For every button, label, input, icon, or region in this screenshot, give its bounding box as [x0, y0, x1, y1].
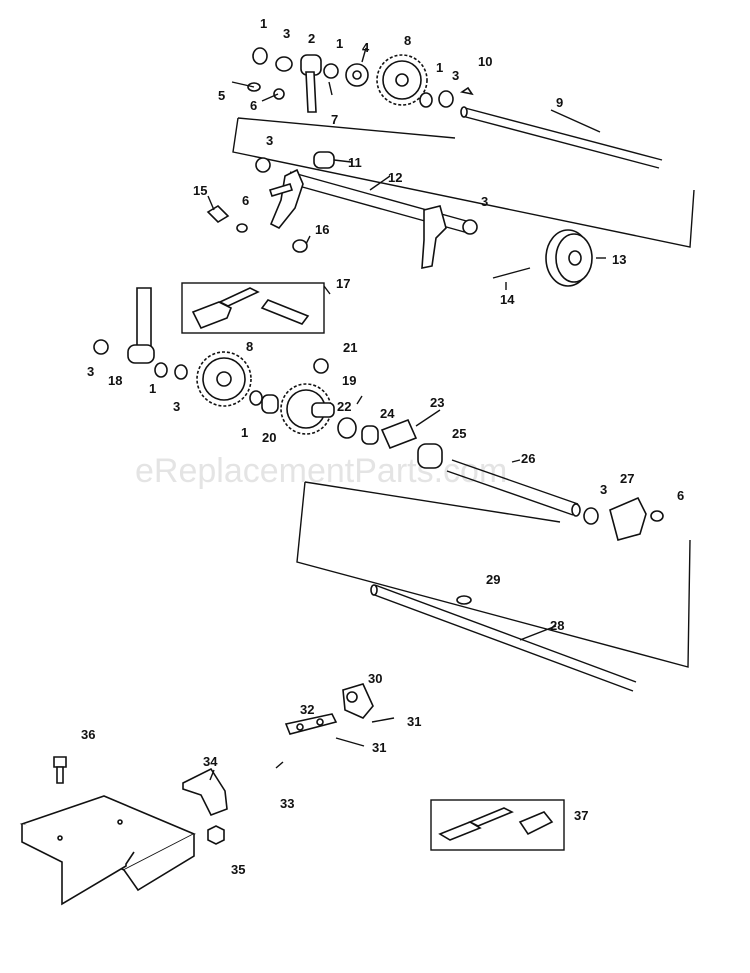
part-32-link[interactable]	[284, 713, 338, 735]
callout-3: 3	[283, 26, 290, 41]
callout-18: 18	[108, 373, 122, 388]
callout-3: 3	[600, 482, 607, 497]
callout-33: 33	[280, 796, 294, 811]
part-14-key[interactable]	[492, 267, 531, 279]
part-33-pin[interactable]	[275, 761, 284, 769]
callout-3: 3	[481, 194, 488, 209]
callout-25: 25	[452, 426, 466, 441]
part-37-chain-box[interactable]	[430, 799, 565, 851]
callout-30: 30	[368, 671, 382, 686]
callout-29: 29	[486, 572, 500, 587]
callout-4: 4	[362, 40, 370, 55]
part-13-pulley[interactable]	[545, 229, 593, 287]
callout-27: 27	[620, 471, 634, 486]
callout-6: 6	[677, 488, 684, 503]
callout-7: 7	[331, 112, 338, 127]
callout-6: 6	[242, 193, 249, 208]
callout-9: 9	[556, 95, 563, 110]
callout-1: 1	[260, 16, 267, 31]
part-17-chain-box[interactable]	[181, 282, 325, 334]
callout-28: 28	[550, 618, 564, 633]
callout-3: 3	[173, 399, 180, 414]
callout-17: 17	[336, 276, 350, 291]
callout-6: 6	[250, 98, 257, 113]
leader-lines	[207, 47, 606, 781]
callout-8: 8	[404, 33, 411, 48]
part-8-sprocket-middle[interactable]	[196, 351, 252, 407]
callout-22: 22	[337, 399, 351, 414]
upper-assembly	[206, 47, 695, 287]
callout-36: 36	[81, 727, 95, 742]
middle-assembly	[93, 287, 691, 692]
shift-lever-right[interactable]	[421, 205, 447, 269]
part-34-bracket[interactable]	[182, 767, 228, 817]
callout-11: 11	[348, 155, 362, 170]
part-8-sprocket-upper[interactable]	[376, 54, 428, 106]
part-29-key[interactable]	[456, 595, 472, 605]
shift-lever-left[interactable]	[268, 168, 304, 230]
callout-3: 3	[266, 133, 273, 148]
callout-14: 14	[500, 292, 515, 307]
part-18-lever[interactable]	[93, 287, 155, 364]
callout-1: 1	[336, 36, 343, 51]
callout-31: 31	[372, 740, 386, 755]
callout-26: 26	[521, 451, 535, 466]
callout-3: 3	[452, 68, 459, 83]
callout-10: 10	[478, 54, 492, 69]
callout-15: 15	[193, 183, 207, 198]
callout-16: 16	[315, 222, 329, 237]
callout-1: 1	[149, 381, 156, 396]
part-35-nut[interactable]	[207, 825, 225, 845]
callout-5: 5	[218, 88, 225, 103]
lower-assembly	[19, 683, 374, 906]
part-36-bolt[interactable]	[53, 756, 67, 784]
part-4-small-sprocket[interactable]	[345, 63, 369, 87]
callout-35: 35	[231, 862, 245, 877]
callout-32: 32	[300, 702, 314, 717]
callout-1: 1	[436, 60, 443, 75]
callout-3: 3	[87, 364, 94, 379]
small-hardware-upper[interactable]	[206, 47, 478, 253]
callout-21: 21	[343, 340, 357, 355]
callout-34: 34	[203, 754, 218, 769]
callout-24: 24	[380, 406, 395, 421]
callout-2: 2	[308, 31, 315, 46]
part-26-shaft[interactable]	[446, 459, 581, 517]
part-28-shaft[interactable]	[370, 584, 637, 692]
part-19-sprocket[interactable]	[280, 383, 335, 435]
callout-23: 23	[430, 395, 444, 410]
callout-13: 13	[612, 252, 626, 267]
mounting-plate[interactable]	[19, 795, 196, 906]
part-30-bracket[interactable]	[342, 683, 374, 719]
callout-20: 20	[262, 430, 276, 445]
small-hardware-middle[interactable]	[154, 358, 664, 541]
part-9-shaft[interactable]	[460, 106, 663, 169]
callout-37: 37	[574, 808, 588, 823]
callout-12: 12	[388, 170, 402, 185]
callout-1: 1	[241, 425, 248, 440]
callouts: 1 3 2 1 4 8 1 3 10 9 5 6 7 3 11 12 15 6 …	[81, 16, 684, 877]
watermark-text: eReplacementParts.com	[135, 452, 507, 490]
callout-19: 19	[342, 373, 356, 388]
callout-8: 8	[246, 339, 253, 354]
callout-31: 31	[407, 714, 421, 729]
